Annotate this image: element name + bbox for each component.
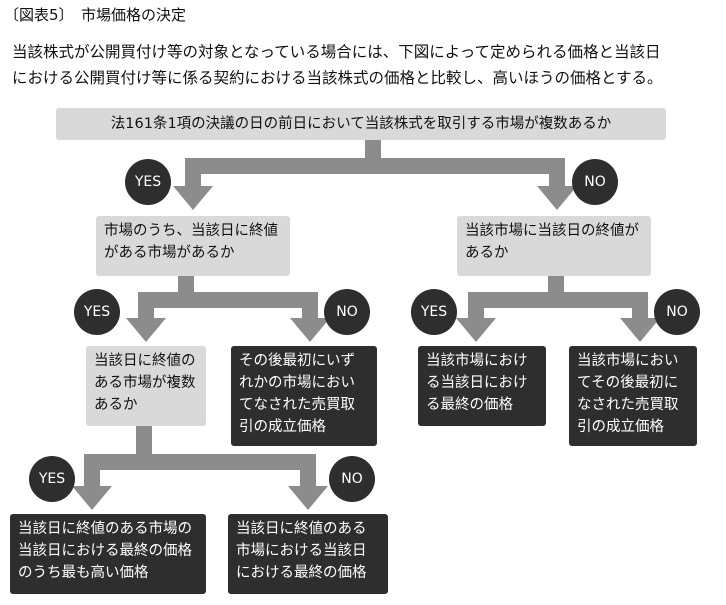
yes-badge-3: YES [411,289,457,335]
no-badge-3: NO [654,289,700,335]
arrow-yes-2-head [126,318,166,342]
arrow-shapes [72,140,660,510]
connector-bottom-stem [136,426,152,460]
arrow-no-1-shaft [549,158,565,188]
question-closing-markets-multiple: 当該日に終値のある市場が複数あるか [86,346,206,426]
result-single-market-last-price: 当該市場における当該日における最終の価格 [418,346,546,426]
connector-bottom-bar [84,454,316,470]
arrow-yes-2-shaft [138,292,154,320]
arrow-yes-1-shaft [185,158,201,188]
connector-top-bar [185,158,565,174]
no-badge-2: NO [324,289,370,335]
connector-right-bar [468,292,648,308]
arrow-no-2-shaft [302,292,318,320]
arrow-yes-4-head [72,486,112,510]
no-badge-4: NO [329,456,375,502]
arrow-yes-4-shaft [84,454,100,488]
question-multiple-markets: 法161条1項の決議の日の前日において当該株式を取引する市場が複数あるか [56,108,666,140]
arrow-no-4-head [288,486,328,510]
intro-line-2: における公開買付け等に係る契約における当該株式の価格と比較し、高いほうの価格とす… [12,69,663,87]
figure-title: 〔図表5〕 市場価格の決定 [4,6,187,24]
arrow-no-3-head [620,318,660,342]
yes-badge-1: YES [125,159,171,205]
no-badge-1: NO [572,159,618,205]
result-market-last-price: 当該日に終値のある市場における当該日における最終の価格 [228,514,388,594]
arrow-no-3-shaft [632,292,648,320]
arrow-no-4-shaft [300,454,316,488]
result-first-later-any-market: その後最初にいずれかの市場においてなされた売買取引の成立価格 [231,346,377,446]
result-single-market-first-later: 当該市場においてその後最初になされた売買取引の成立価格 [569,346,697,446]
yes-badge-4: YES [29,456,75,502]
arrow-no-2-head [290,318,330,342]
arrow-no-1-head [537,186,577,210]
arrow-yes-1-head [173,186,213,210]
connector-left-bar [138,292,318,308]
intro-line-1: 当該株式が公開買付け等の対象となっている場合には、下図によって定められる価格と当… [12,43,661,61]
question-market-with-closing: 市場のうち、当該日に終値がある市場があるか [96,216,290,276]
arrow-yes-3-shaft [468,292,484,320]
result-highest-last-price: 当該日に終値のある市場の当該日における最終の価格のうち最も高い価格 [10,514,206,594]
question-single-market-closing: 当該市場に当該日の終値があるか [457,216,651,276]
arrow-yes-3-head [456,318,496,342]
intro-text: 当該株式が公開買付け等の対象となっている場合には、下図によって定められる価格と当… [12,39,722,91]
yes-badge-2: YES [74,289,120,335]
